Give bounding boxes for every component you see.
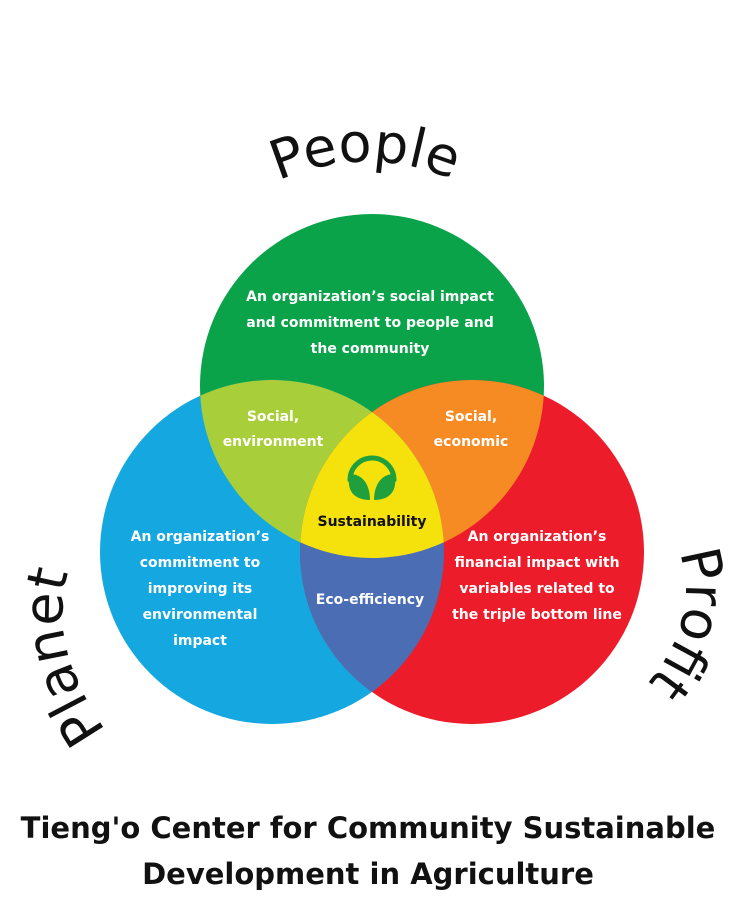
svg-text:Social,: Social, bbox=[247, 409, 299, 425]
organization-title: Tieng'o Center for Community Sustainable… bbox=[0, 805, 736, 897]
leaf-circle-icon bbox=[347, 455, 397, 500]
svg-text:An organization’s social impac: An organization’s social impact bbox=[246, 289, 494, 305]
svg-text:financial impact with: financial impact with bbox=[454, 555, 619, 571]
organization-title-line-1: Tieng'o Center for Community Sustainable bbox=[20, 811, 716, 845]
svg-text:commitment to: commitment to bbox=[140, 555, 261, 571]
planet-label: Planet bbox=[12, 561, 117, 758]
svg-text:An organization’s: An organization’s bbox=[468, 529, 607, 545]
eco-efficiency-text: Eco-efficiency bbox=[316, 592, 424, 608]
people-label: People bbox=[261, 111, 469, 192]
svg-text:variables related to: variables related to bbox=[459, 581, 615, 597]
planet-description: An organization’s commitment to improvin… bbox=[131, 529, 270, 649]
svg-text:and commitment to people and: and commitment to people and bbox=[246, 315, 493, 331]
sustainability-label: Sustainability bbox=[318, 514, 427, 530]
social-environment-text: Social, environment bbox=[223, 409, 324, 450]
svg-text:economic: economic bbox=[434, 434, 509, 450]
social-economic-text: Social, economic bbox=[434, 409, 509, 450]
svg-text:environment: environment bbox=[223, 434, 324, 450]
svg-text:the community: the community bbox=[311, 341, 430, 357]
svg-text:An organization’s: An organization’s bbox=[131, 529, 270, 545]
svg-text:impact: impact bbox=[173, 633, 227, 649]
organization-title-line-2: Development in Agriculture bbox=[142, 857, 594, 891]
svg-text:the triple bottom line: the triple bottom line bbox=[452, 607, 622, 623]
profit-description: An organization’s financial impact with … bbox=[452, 529, 622, 623]
svg-text:improving its: improving its bbox=[148, 581, 253, 597]
svg-text:Social,: Social, bbox=[445, 409, 497, 425]
profit-label: Profit bbox=[638, 542, 736, 713]
svg-text:environmental: environmental bbox=[143, 607, 258, 623]
people-description: An organization’s social impact and comm… bbox=[246, 289, 494, 357]
